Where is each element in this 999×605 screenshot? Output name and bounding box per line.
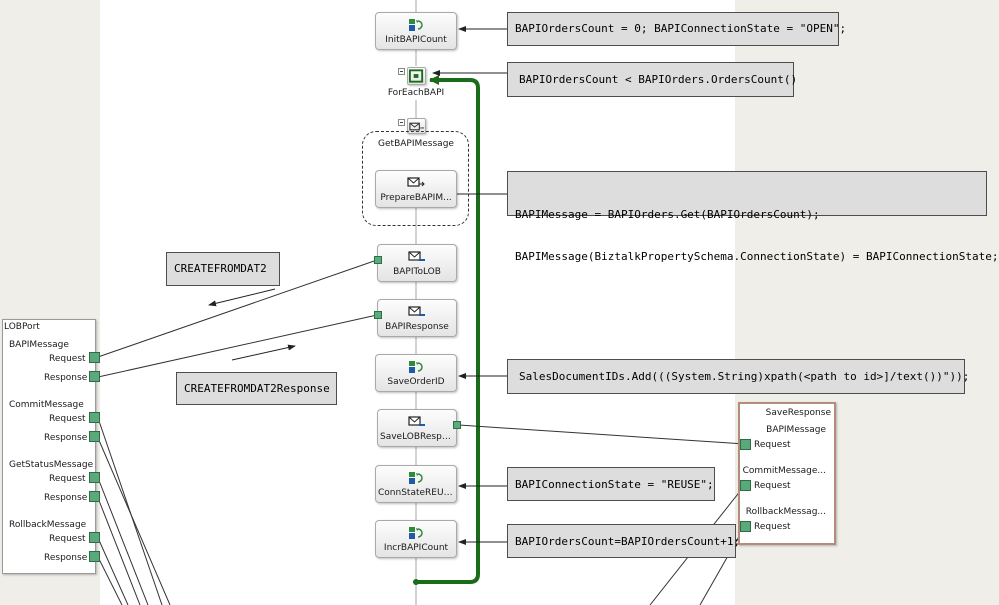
port-bindings <box>97 259 746 605</box>
save-order-id-label: SaveOrderID <box>387 377 445 387</box>
lob-port[interactable]: LOBPort BAPIMessage Request Response Com… <box>2 319 96 574</box>
loop-icon <box>408 69 424 83</box>
loop-anchor-dot <box>413 579 419 585</box>
construct-message-icon <box>409 122 425 131</box>
foreach-bapi-label: ForEachBAPI <box>387 88 445 98</box>
lob-port-getstatus-request-node[interactable] <box>89 472 100 483</box>
receive-icon <box>408 306 425 316</box>
prepare-bapi-message-shape[interactable]: PrepareBAPIM... <box>375 170 457 208</box>
bapi-response-label: BAPIResponse <box>385 322 449 332</box>
construct-message-group <box>362 131 469 226</box>
save-response-op-commit-request: Request <box>754 481 791 491</box>
save-lob-response-port-node[interactable] <box>453 421 461 429</box>
save-response-title: SaveResponse <box>765 408 831 418</box>
note-connectors <box>432 26 507 545</box>
lob-port-op-getstatus-request: Request <box>49 474 86 484</box>
lob-port-rollback-request-node[interactable] <box>89 532 100 543</box>
init-note: BAPIOrdersCount = 0; BAPIConnectionState… <box>507 12 846 46</box>
lob-port-getstatus-response-node[interactable] <box>89 491 100 502</box>
send-icon <box>408 251 425 261</box>
lob-port-op-rollback-request: Request <box>49 534 86 544</box>
lob-port-op-getstatus-message: GetStatusMessage <box>9 460 94 470</box>
bapi-to-lob-message-type-note: CREATEFROMDAT2 <box>166 252 280 286</box>
loop-collapse-toggle[interactable] <box>398 68 405 75</box>
lob-port-op-getstatus-response: Response <box>44 493 88 503</box>
bapi-to-lob-label: BAPIToLOB <box>393 267 441 277</box>
bapi-response-message-type-note: CREATEFROMDAT2Response <box>176 372 337 405</box>
lob-port-bapi-request-node[interactable] <box>89 352 100 363</box>
save-response-op-rollback-request: Request <box>754 522 791 532</box>
direction-arrows <box>208 288 296 361</box>
conn-state-reuse-shape[interactable]: ConnStateREUSE <box>375 465 457 503</box>
init-bapi-count-shape[interactable]: InitBAPICount <box>375 12 457 50</box>
bapi-response-port-node[interactable] <box>374 311 382 319</box>
lob-port-op-commit-message: CommitMessage <box>9 400 84 410</box>
save-response-rollback-request-node[interactable] <box>740 521 751 532</box>
message-assignment-icon <box>407 177 425 187</box>
prepare-note-line-2: BAPIMessage(BiztalkPropertySchema.Connec… <box>515 250 999 263</box>
incr-count-note: BAPIOrdersCount=BAPIOrdersCount+1; <box>507 524 740 558</box>
prepare-note-line-1: BAPIMessage = BAPIOrders.Get(BAPIOrdersC… <box>515 208 820 221</box>
prepare-message-note: BAPIMessage = BAPIOrders.Get(BAPIOrdersC… <box>507 171 998 263</box>
expression-icon <box>409 19 423 31</box>
prepare-bapi-message-label: PrepareBAPIM... <box>380 193 452 203</box>
scope-collapse-toggle[interactable] <box>398 119 405 126</box>
get-bapi-message-scope-shape[interactable] <box>407 118 426 134</box>
send-icon <box>408 416 425 426</box>
lob-port-op-bapi-request: Request <box>49 354 86 364</box>
lob-port-op-bapi-message: BAPIMessage <box>9 340 69 350</box>
save-order-id-note: SalesDocumentIDs.Add(((System.String)xpa… <box>507 359 969 394</box>
save-response-bapi-request-node[interactable] <box>740 439 751 450</box>
lob-port-commit-request-node[interactable] <box>89 412 100 423</box>
incr-bapi-count-shape[interactable]: IncrBAPICount <box>375 520 457 558</box>
lob-port-title: LOBPort <box>4 322 40 332</box>
conn-state-reuse-label: ConnStateREUSE <box>378 488 455 498</box>
incr-bapi-count-label: IncrBAPICount <box>383 543 449 553</box>
loop-condition-note: BAPIOrdersCount < BAPIOrders.OrdersCount… <box>507 62 797 97</box>
expression-icon <box>409 361 423 373</box>
save-lob-response-label: SaveLOBRespo... <box>380 432 456 442</box>
foreach-bapi-loop-shape[interactable] <box>407 67 426 85</box>
expression-icon <box>409 472 423 484</box>
lob-port-op-rollback-message: RollbackMessage <box>9 520 87 530</box>
get-bapi-message-label: GetBAPIMessage <box>378 139 454 149</box>
save-response-op-rollback-message: RollbackMessag... <box>745 507 826 517</box>
lob-port-commit-response-node[interactable] <box>89 431 100 442</box>
expression-icon <box>409 527 423 539</box>
lob-port-rollback-response-node[interactable] <box>89 551 100 562</box>
lob-port-op-commit-response: Response <box>44 433 88 443</box>
bapi-to-lob-send-shape[interactable]: BAPIToLOB <box>377 244 457 282</box>
save-response-op-bapi-message: BAPIMessage <box>766 425 826 435</box>
bapi-response-receive-shape[interactable]: BAPIResponse <box>377 299 457 337</box>
save-lob-response-send-shape[interactable]: SaveLOBRespo... <box>377 409 457 447</box>
lob-port-op-rollback-response: Response <box>44 553 88 563</box>
save-response-commit-request-node[interactable] <box>740 480 751 491</box>
loop-back-line <box>416 75 480 584</box>
save-response-op-bapi-request: Request <box>754 440 791 450</box>
lob-port-op-bapi-response: Response <box>44 373 88 383</box>
conn-state-note: BAPIConnectionState = "REUSE"; <box>507 467 715 501</box>
lob-port-bapi-response-node[interactable] <box>89 371 100 382</box>
save-response-port[interactable]: SaveResponse BAPIMessage Request CommitM… <box>738 402 836 545</box>
save-order-id-shape[interactable]: SaveOrderID <box>375 354 457 392</box>
save-response-op-commit-message: CommitMessage... <box>742 466 826 476</box>
bapi-to-lob-port-node[interactable] <box>374 256 382 264</box>
lob-port-op-commit-request: Request <box>49 414 86 424</box>
init-bapi-count-label: InitBAPICount <box>385 35 447 45</box>
